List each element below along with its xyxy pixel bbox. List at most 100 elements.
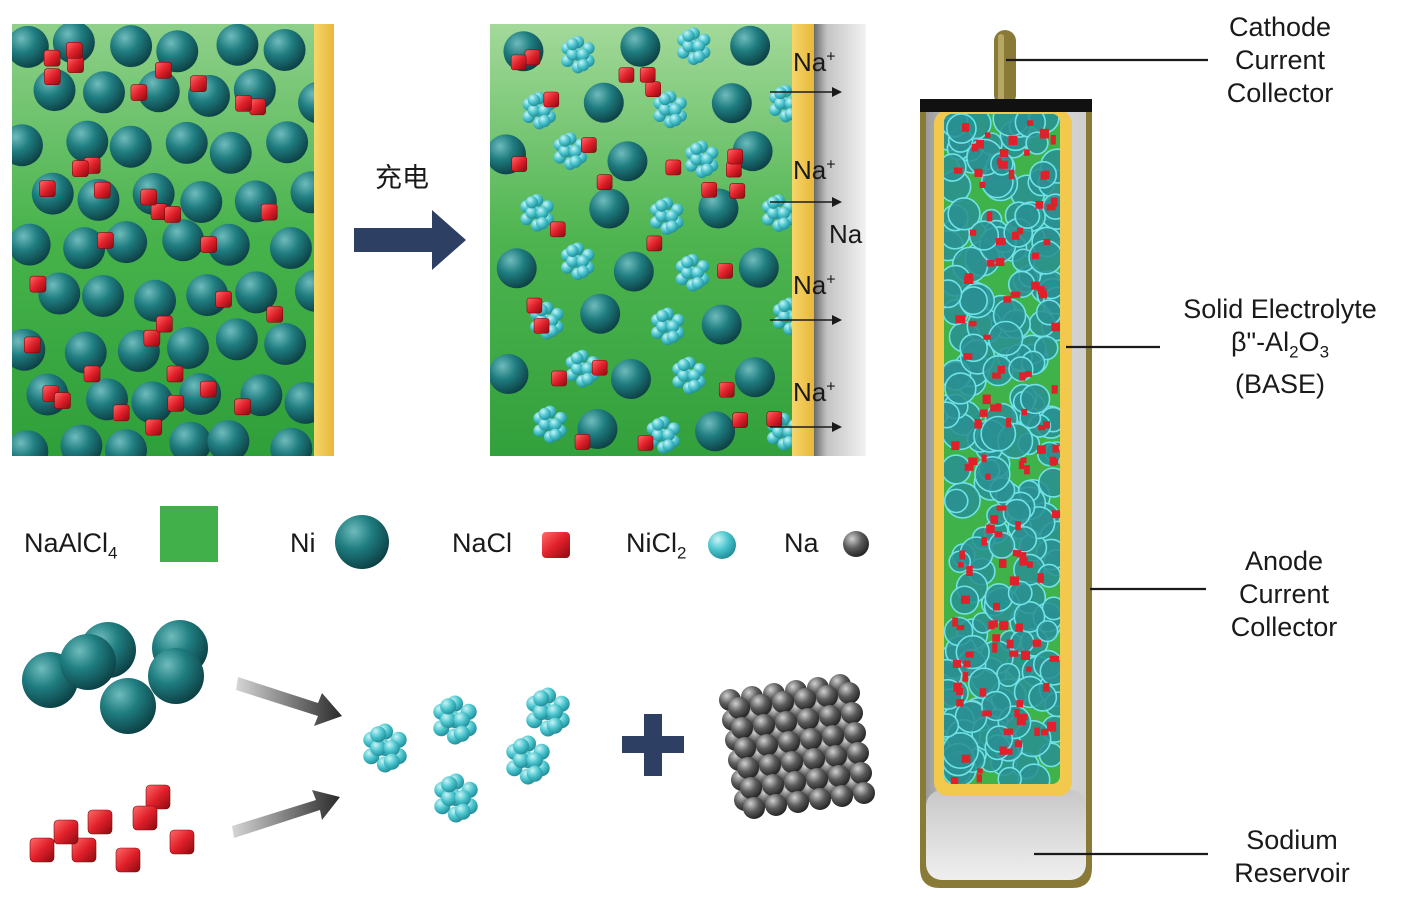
ni-sphere — [490, 354, 529, 395]
na-sphere — [831, 785, 853, 807]
nicl2-sphere — [666, 330, 680, 344]
ni-sphere — [209, 131, 252, 174]
nacl-particle — [999, 621, 1009, 631]
ni-sphere — [589, 188, 630, 229]
nicl2-particle — [944, 713, 960, 738]
nacl-particle — [950, 777, 959, 784]
na-sphere — [850, 762, 872, 784]
nacl-cube — [87, 809, 113, 835]
nacl-cube — [53, 819, 79, 845]
nacl-particle — [1017, 227, 1024, 235]
ni-sphere — [730, 25, 771, 66]
nacl-cube — [112, 404, 130, 422]
ni-sphere — [105, 221, 148, 264]
top-cap — [920, 99, 1092, 112]
nacl-cube — [115, 847, 141, 873]
nacl-cube — [732, 412, 748, 428]
nacl-cube — [169, 829, 195, 855]
nacl-particle — [995, 403, 1002, 412]
ni-sphere — [100, 678, 156, 734]
nacl-cube — [574, 434, 591, 450]
nacl-particle — [997, 365, 1005, 374]
nacl-particle — [1037, 573, 1044, 583]
na-sphere — [828, 765, 850, 787]
nicl2-sphere — [441, 789, 458, 807]
nacl-particle — [955, 315, 966, 324]
nicl2-particle — [1007, 580, 1033, 606]
na-sphere — [731, 717, 753, 739]
nacl-particle — [956, 699, 964, 707]
nacl-particle — [1019, 372, 1026, 381]
nacl-particle — [1051, 385, 1058, 394]
na-sphere — [765, 794, 787, 816]
nicl2-sphere — [662, 439, 675, 452]
sodium-reservoir — [926, 790, 1086, 880]
nacl-cube — [29, 275, 47, 293]
nacl-particle — [1046, 204, 1056, 211]
nicl2-sphere — [778, 299, 791, 313]
nicl2-particle — [944, 153, 967, 182]
nicl2-sphere — [666, 320, 680, 333]
nacl-cube — [260, 203, 278, 221]
nacl-particle — [1043, 682, 1050, 692]
nacl-particle — [1032, 639, 1041, 647]
nacl-particle — [979, 181, 986, 188]
nacl-particle — [1050, 135, 1056, 145]
nacl-particle — [965, 651, 974, 658]
ni-sphere — [38, 272, 81, 315]
nicl2-sphere — [651, 428, 665, 442]
nacl-cube — [645, 81, 661, 97]
nicl2-sphere — [772, 425, 785, 438]
charge-arrow — [354, 210, 466, 270]
nacl-particle — [1052, 444, 1059, 453]
nicl2-sphere — [576, 58, 590, 72]
nicl2-sphere — [525, 196, 538, 209]
nicl2-sphere — [538, 104, 551, 117]
nicl2-sphere — [454, 789, 471, 807]
ni-sphere — [105, 429, 147, 456]
nacl-particle — [962, 672, 969, 682]
nacl-particle — [1003, 748, 1013, 755]
nacl-particle — [966, 565, 973, 576]
ni-sphere — [82, 71, 125, 114]
nicl2-sphere — [538, 407, 552, 421]
nacl-cube — [234, 398, 251, 416]
nacl-particle — [1036, 285, 1045, 292]
na-sphere — [800, 728, 822, 750]
nacl-cube — [39, 180, 56, 198]
na-ion-label-4: Na+ — [793, 377, 836, 407]
nicl2-particle — [1009, 629, 1035, 655]
ni-sphere — [110, 25, 153, 68]
nacl-cluster — [29, 784, 195, 873]
nacl-particle — [1038, 425, 1046, 431]
legend-nacl-cube — [542, 532, 570, 558]
nacl-particle — [1010, 291, 1021, 298]
nacl-particle — [996, 505, 1007, 511]
nacl-particle — [1027, 120, 1034, 126]
nacl-particle — [983, 334, 991, 340]
nicl2-sphere — [700, 152, 714, 166]
nacl-particle — [998, 558, 1007, 568]
nacl-particle — [990, 515, 999, 524]
nicl2-sphere — [440, 711, 457, 729]
nacl-cube — [646, 235, 663, 252]
nacl-particle — [1027, 561, 1033, 568]
nacl-cube — [718, 381, 735, 398]
nacl-cube — [156, 315, 173, 333]
cathode-current-collector-label: Cathode Current Collector — [1226, 12, 1334, 108]
nicl2-sphere — [782, 435, 792, 449]
nacl-particle — [1026, 666, 1032, 672]
nicl2-sphere — [692, 50, 706, 63]
nicl2-sphere — [536, 217, 549, 230]
nacl-particle — [1018, 460, 1025, 470]
nacl-cube — [155, 61, 172, 79]
nicl2-particle — [1035, 299, 1060, 326]
nicl2-particle — [946, 114, 977, 144]
nacl-cube — [591, 359, 608, 376]
nicl2-sphere — [538, 114, 551, 128]
ni-sphere — [235, 271, 278, 314]
nicl2-sphere — [784, 107, 792, 121]
ni-sphere — [60, 634, 116, 690]
ni-sphere — [290, 171, 314, 214]
nicl2-particle — [987, 320, 1024, 357]
